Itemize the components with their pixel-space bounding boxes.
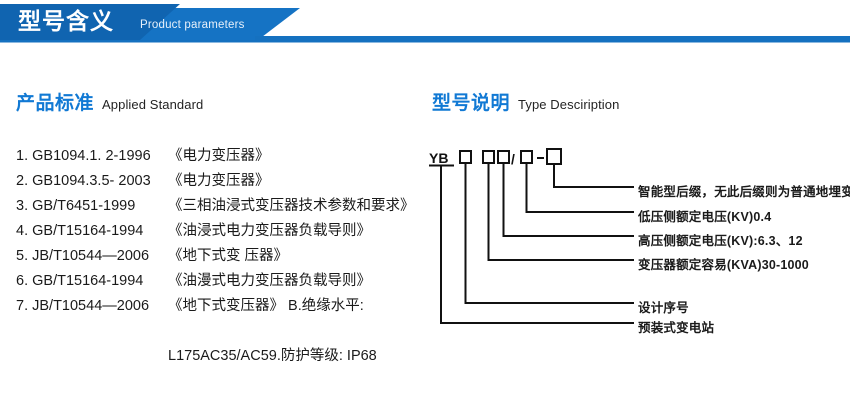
standard-index: 6.: [16, 273, 29, 289]
list-item: 5. JB/T10544—2006 《地下式变 压器》: [16, 244, 436, 269]
section-heading-applied-standard: 产品标准 Applied Standard: [16, 88, 203, 115]
list-item: 7. JB/T10544—2006 《地下式变压器》 B.绝缘水平:: [16, 294, 436, 319]
list-item: 1. GB1094.1. 2-1996 《电力变压器》: [16, 144, 436, 169]
standard-code: 3. GB/T6451-1999: [16, 198, 168, 214]
list-item: 6. GB/T15164-1994 《油漫式电力变压器负载导则》: [16, 269, 436, 294]
code-separator-slash: /: [511, 151, 515, 167]
banner-dark-shape: [0, 4, 180, 40]
standard-number: GB/T15164-1994: [32, 223, 144, 239]
standard-number: GB1094.1. 2-1996: [32, 148, 151, 164]
code-prefix-yb: YB: [429, 150, 448, 166]
page-header-banner: 型号含义 Product parameters: [0, 0, 850, 46]
standard-code: 2. GB1094.3.5- 2003: [16, 173, 168, 189]
standard-number: GB1094.3.5- 2003: [32, 173, 151, 189]
standard-index: 4.: [16, 223, 29, 239]
banner-rule-bar: [255, 36, 850, 40]
standards-list: 1. GB1094.1. 2-1996 《电力变压器》 2. GB1094.3.…: [16, 144, 436, 319]
standard-title: 《三相油浸式变压器技术参数和要求》: [168, 198, 415, 214]
type-code-diagram: YB /: [420, 140, 850, 340]
standard-number: JB/T10544—2006: [32, 298, 150, 314]
standard-index: 2.: [16, 173, 29, 189]
section-heading-left-en: Applied Standard: [102, 97, 204, 112]
standard-code: 4. GB/T15164-1994: [16, 223, 168, 239]
standard-title: 《电力变压器》: [168, 148, 270, 164]
standard-number: JB/T10544—2006: [32, 248, 150, 264]
standard-title: 《油浸式电力变压器负载导则》: [168, 223, 371, 239]
standard-index: 7.: [16, 298, 29, 314]
list-item: 2. GB1094.3.5- 2003 《电力变压器》: [16, 169, 436, 194]
standard-index: 3.: [16, 198, 29, 214]
standard-number: GB/T6451-1999: [32, 198, 136, 214]
banner-baseline: [0, 40, 850, 43]
section-heading-type-description: 型号说明 Type Desciription: [432, 88, 619, 115]
banner-title-en: Product parameters: [140, 19, 245, 31]
standard-code: 7. JB/T10544—2006: [16, 298, 168, 314]
standard-continuation-line: L175AC35/AC59.防护等级: IP68: [168, 348, 377, 364]
standard-title: 《地下式变 压器》: [168, 248, 289, 264]
standard-title: 《电力变压器》: [168, 173, 270, 189]
section-heading-right-en: Type Desciription: [518, 97, 620, 112]
list-item: 3. GB/T6451-1999 《三相油浸式变压器技术参数和要求》: [16, 194, 436, 219]
standard-code: 5. JB/T10544—2006: [16, 248, 168, 264]
section-heading-left-cn: 产品标准: [16, 93, 95, 114]
banner-title-cn: 型号含义: [18, 8, 114, 34]
standard-index: 5.: [16, 248, 29, 264]
standard-index: 1.: [16, 148, 29, 164]
standard-code: 6. GB/T15164-1994: [16, 273, 168, 289]
section-heading-right-cn: 型号说明: [432, 93, 511, 114]
standard-number: GB/T15164-1994: [32, 273, 144, 289]
standard-title: 《地下式变压器》 B.绝缘水平:: [168, 298, 364, 314]
list-item: 4. GB/T15164-1994 《油浸式电力变压器负载导则》: [16, 219, 436, 244]
standard-title: 《油漫式电力变压器负载导则》: [168, 273, 371, 289]
standard-code: 1. GB1094.1. 2-1996: [16, 148, 168, 164]
